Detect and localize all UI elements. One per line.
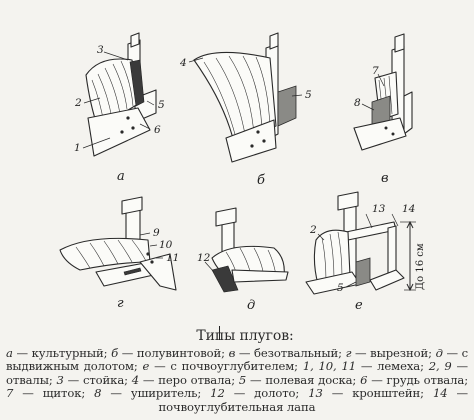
svg-text:8: 8 bbox=[354, 97, 361, 109]
plough-body-d bbox=[211, 207, 289, 293]
caption-text: — уширитель; bbox=[101, 386, 211, 401]
caption-text: — грудь отвала; bbox=[367, 372, 468, 387]
callout-a-5: 5 bbox=[146, 99, 165, 111]
caption-key: 1, 10, 11 bbox=[302, 359, 356, 374]
callout-e-13: 13 bbox=[365, 203, 386, 229]
panel-label-v: в bbox=[381, 171, 389, 186]
plough-body-g bbox=[59, 196, 177, 291]
plough-body-a bbox=[85, 32, 157, 157]
callout-a-6: 6 bbox=[139, 123, 161, 136]
svg-text:2: 2 bbox=[74, 97, 82, 109]
caption-key: д bbox=[435, 346, 443, 360]
callout-b-5: 5 bbox=[291, 89, 312, 101]
caption-title: Типы плугов: bbox=[196, 328, 294, 344]
caption-text: — перо отвала; bbox=[139, 372, 239, 387]
caption-text: — долото; bbox=[224, 386, 309, 401]
caption-key: 12 bbox=[210, 386, 225, 401]
panel-label-d: д bbox=[247, 298, 255, 313]
svg-text:11: 11 bbox=[166, 252, 179, 264]
caption-text: — почвоуглубительная лапа bbox=[158, 386, 469, 414]
caption-key: 14 bbox=[432, 386, 448, 401]
callout-a-3: 3 bbox=[97, 44, 129, 61]
callout-e-5: 5 bbox=[337, 281, 357, 294]
caption-key: е bbox=[142, 359, 150, 374]
caption-key: г bbox=[345, 346, 352, 360]
dimension-label: До 16 см bbox=[415, 243, 426, 290]
callout-b-4: 4 bbox=[179, 57, 204, 69]
caption-text: — отвалы; bbox=[6, 359, 468, 387]
callout-e-2: 2 bbox=[309, 224, 325, 241]
caption-key: в bbox=[228, 346, 236, 360]
caption-text: — полувинтовой; bbox=[118, 346, 229, 360]
svg-text:5: 5 bbox=[305, 89, 312, 101]
caption-key: 8 bbox=[94, 386, 102, 401]
plough-body-v bbox=[353, 33, 413, 151]
callout-e-14: 14 bbox=[391, 203, 415, 227]
svg-text:6: 6 bbox=[154, 124, 161, 136]
svg-text:13: 13 bbox=[372, 203, 386, 215]
panel-label-e: е bbox=[355, 298, 363, 313]
caption-legend: а — культурный; б — полувинтовой; в — бе… bbox=[6, 346, 469, 414]
callout-d-12: 12 bbox=[197, 252, 215, 273]
svg-text:5: 5 bbox=[158, 99, 165, 111]
caption-key: 6 bbox=[360, 372, 368, 387]
caption-text: — щиток; bbox=[13, 386, 95, 401]
callout-g-11: 11 bbox=[156, 252, 179, 264]
callout-a-1: 1 bbox=[74, 137, 111, 154]
callout-a-2: 2 bbox=[74, 97, 101, 109]
caption-text: — с выдвижным долотом; bbox=[6, 346, 468, 374]
panel-label-a: а bbox=[117, 169, 125, 184]
caption-text: — культурный; bbox=[12, 346, 112, 360]
caption-text: — с почвоуглубителем; bbox=[149, 359, 303, 374]
callout-v-8: 8 bbox=[354, 97, 375, 111]
svg-text:14: 14 bbox=[402, 203, 415, 215]
svg-text:9: 9 bbox=[153, 227, 160, 239]
svg-text:12: 12 bbox=[197, 252, 211, 264]
svg-text:4: 4 bbox=[179, 57, 187, 69]
svg-text:5: 5 bbox=[337, 282, 344, 294]
plough-types-figure: 1 2 3 5 6 а 4 bbox=[59, 32, 426, 313]
caption-key: а bbox=[6, 346, 13, 360]
callout-g-9: 9 bbox=[139, 227, 160, 239]
caption-text: — безотвальный; bbox=[235, 346, 346, 360]
caption-key: 3 bbox=[56, 372, 64, 387]
svg-text:10: 10 bbox=[159, 239, 173, 251]
plough-body-e bbox=[305, 191, 405, 295]
callout-g-10: 10 bbox=[149, 239, 173, 251]
caption-key: 2, 9 bbox=[428, 359, 452, 374]
caption-key: 4 bbox=[131, 372, 140, 387]
svg-text:1: 1 bbox=[74, 142, 81, 154]
caption-text: — стойка; bbox=[63, 372, 132, 387]
svg-text:3: 3 bbox=[97, 44, 104, 56]
caption-key: 7 bbox=[6, 386, 14, 401]
panel-label-b: б bbox=[257, 173, 265, 188]
caption-text: — вырезной; bbox=[351, 346, 436, 360]
plough-body-b bbox=[193, 32, 297, 163]
caption-text: — лемеха; bbox=[356, 359, 429, 374]
caption-key: б bbox=[111, 346, 119, 360]
caption-text: — кронштейн; bbox=[322, 386, 433, 401]
caption-key: 5 bbox=[238, 372, 247, 387]
figure-caption: Типы плугов: а — культурный; б — полувин… bbox=[6, 326, 468, 414]
caption-text: — полевая доска; bbox=[246, 372, 361, 387]
panel-label-g: г bbox=[117, 296, 124, 311]
caption-key: 13 bbox=[308, 386, 323, 401]
svg-text:7: 7 bbox=[372, 65, 379, 77]
caption-marker-rule bbox=[219, 326, 220, 340]
callout-v-7: 7 bbox=[372, 65, 385, 87]
svg-text:2: 2 bbox=[309, 224, 317, 236]
dimension-depth: До 16 см bbox=[400, 220, 426, 292]
